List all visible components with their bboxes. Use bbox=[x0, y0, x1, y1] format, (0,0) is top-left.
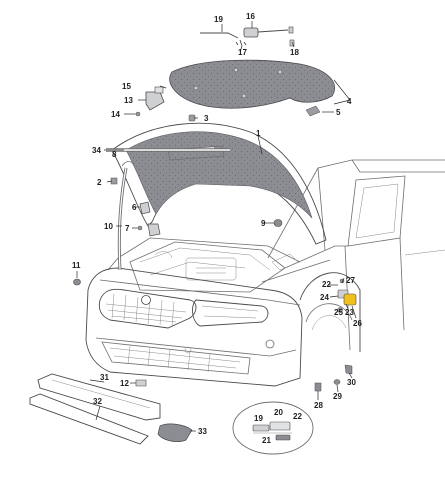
callout-8: 8 bbox=[112, 150, 117, 159]
callout-2: 2 bbox=[97, 178, 102, 187]
callout-12: 12 bbox=[120, 379, 129, 388]
callout-22-detail: 22 bbox=[293, 412, 302, 421]
callout-16: 16 bbox=[246, 12, 255, 21]
callout-22: 22 bbox=[322, 280, 331, 289]
callout-labels: 1 2 3 4 5 6 7 8 9 10 11 12 13 14 15 16 1… bbox=[72, 12, 362, 445]
scuttle-panel bbox=[29, 373, 193, 445]
callout-14: 14 bbox=[111, 110, 120, 119]
callout-5: 5 bbox=[336, 108, 341, 117]
hood-prop-rod bbox=[117, 161, 135, 271]
callout-27: 27 bbox=[346, 276, 355, 285]
callout-3: 3 bbox=[204, 114, 209, 123]
callout-21: 21 bbox=[262, 436, 271, 445]
callout-17: 17 bbox=[238, 48, 247, 57]
callout-26: 26 bbox=[353, 319, 362, 328]
callout-15: 15 bbox=[122, 82, 131, 91]
callout-28: 28 bbox=[314, 401, 323, 410]
hood-insulation-pad bbox=[169, 59, 335, 109]
callout-30: 30 bbox=[347, 378, 356, 387]
callout-18: 18 bbox=[290, 48, 299, 57]
callout-9: 9 bbox=[261, 219, 266, 228]
detail-inset bbox=[232, 401, 314, 455]
callout-19: 19 bbox=[214, 15, 223, 24]
leader-lines bbox=[76, 21, 357, 432]
callout-24: 24 bbox=[320, 293, 329, 302]
callout-32: 32 bbox=[93, 397, 102, 406]
callout-29: 29 bbox=[333, 392, 342, 401]
callout-11: 11 bbox=[72, 261, 81, 270]
callout-13: 13 bbox=[124, 96, 133, 105]
callout-33: 33 bbox=[198, 427, 207, 436]
car-body bbox=[85, 159, 445, 387]
small-parts bbox=[73, 26, 357, 392]
hood-panel bbox=[111, 122, 327, 245]
callout-7: 7 bbox=[125, 224, 130, 233]
callout-10: 10 bbox=[104, 222, 113, 231]
callout-23: 23 bbox=[345, 308, 354, 317]
callout-20: 20 bbox=[274, 408, 283, 417]
callout-25: 25 bbox=[334, 308, 343, 317]
callout-34: 34 bbox=[92, 146, 101, 155]
callout-31: 31 bbox=[100, 373, 109, 382]
callout-4: 4 bbox=[347, 97, 352, 106]
callout-6: 6 bbox=[132, 203, 137, 212]
callout-1: 1 bbox=[256, 129, 261, 138]
callout-19-detail: 19 bbox=[254, 414, 263, 423]
